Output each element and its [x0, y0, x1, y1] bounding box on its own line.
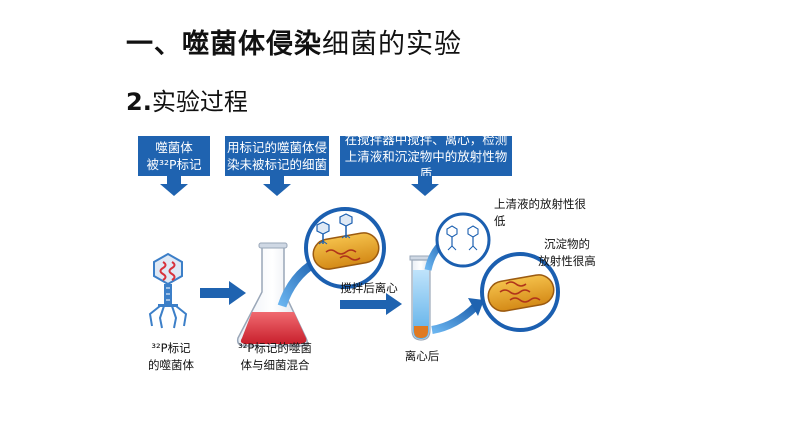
subtitle-number: 2. — [126, 88, 152, 116]
curved-arrow-3-head — [468, 298, 484, 316]
step2-line2: 染未被标记的细菌 — [226, 157, 327, 172]
down-arrow-3 — [411, 176, 439, 196]
label-sediment-line1: 沉淀物的 — [544, 237, 590, 251]
right-arrow-1 — [200, 281, 246, 305]
sediment-zoom-icon — [480, 252, 560, 332]
step-box-infect: 用标记的噬菌体侵染未被标记的细菌 — [225, 136, 329, 176]
label-sediment: 沉淀物的 放射性很高 — [532, 236, 602, 270]
step3-line1: 在搅拌器中搅拌、离心，检测 — [344, 131, 508, 147]
step1-line1: 噬菌体 — [155, 140, 193, 155]
step-box-label-phage: 噬菌体被³²P标记 — [138, 136, 210, 176]
label-phage-line1: ³²P标记 — [151, 341, 191, 355]
page-title: 一、噬菌体侵染细菌的实验 — [126, 22, 462, 61]
label-supernatant: 上清液的放射性很 低 — [494, 196, 594, 230]
label-mix-line2: 体与细菌混合 — [240, 358, 310, 372]
label-sediment-line2: 放射性很高 — [538, 254, 596, 268]
phage-icon — [148, 252, 188, 329]
label-mix-line1: ³²P标记的噬菌 — [238, 341, 312, 355]
step2-line1: 用标记的噬菌体侵 — [226, 140, 327, 155]
down-arrow-2 — [263, 176, 291, 196]
infection-zoom-icon — [304, 207, 386, 289]
label-supernatant-line1: 上清液的放射性很 — [494, 197, 586, 211]
label-supernatant-line2: 低 — [494, 214, 506, 228]
title-bold: 一、噬菌体侵染 — [126, 29, 322, 60]
subtitle-text: 实验过程 — [151, 88, 248, 116]
label-stir: 搅拌后离心 — [340, 281, 398, 295]
curved-arrow-3 — [431, 303, 479, 334]
label-phage: ³²P标记 的噬菌体 — [140, 340, 202, 374]
section-subtitle: 2.实验过程 — [126, 82, 248, 117]
label-phage-line2: 的噬菌体 — [148, 358, 194, 372]
label-after-centrifuge: 离心后 — [404, 349, 440, 363]
step-box-centrifuge: 在搅拌器中搅拌、离心，检测上清液和沉淀物中的放射性物质 — [340, 132, 512, 181]
step1-line2: 被³²P标记 — [146, 157, 202, 172]
title-rest: 细菌的实验 — [322, 29, 462, 60]
down-arrow-1 — [160, 176, 188, 196]
flask-icon — [236, 242, 308, 347]
right-arrow-2 — [340, 293, 402, 315]
label-mix: ³²P标记的噬菌 体与细菌混合 — [232, 340, 318, 374]
supernatant-zoom-icon — [435, 212, 491, 268]
